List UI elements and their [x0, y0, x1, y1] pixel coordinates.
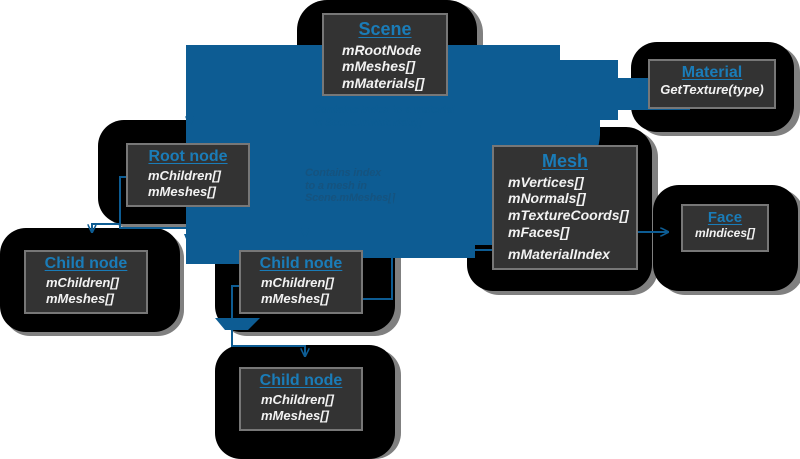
field-childmid-mchildren: mChildren[]	[261, 275, 334, 291]
line-scene-rootnode	[190, 45, 332, 124]
field-mmeshes: mMeshes[]	[342, 58, 416, 75]
entity-child-node-left-title: Child node	[44, 255, 128, 272]
blue-panel-shape	[186, 45, 690, 262]
entity-mesh-fields: mVertices[] mNormals[] mTextureCoords[] …	[494, 174, 636, 263]
entity-root-node-fields: mChildren[] mMeshes[]	[128, 168, 248, 199]
entity-scene-title: Scene	[358, 19, 412, 39]
entity-face-fields: mIndices[]	[683, 226, 767, 240]
entity-face-title: Face	[707, 209, 743, 226]
blue-nub-b	[215, 318, 260, 330]
field-childmid-mmeshes: mMeshes[]	[261, 290, 329, 306]
entity-mesh-title: Mesh	[541, 151, 588, 171]
blue-nub-d	[400, 236, 470, 252]
field-mfaces: mFaces[]	[508, 224, 570, 241]
entity-child-node-left[interactable]: Child node mChildren[] mMeshes[]	[24, 250, 148, 314]
entity-root-node-title: Root node	[148, 148, 228, 165]
field-childleft-mchildren: mChildren[]	[46, 275, 119, 291]
entity-material-title: Material	[681, 64, 743, 81]
field-mrootnode: mRootNode	[342, 41, 422, 58]
field-mmaterials: mMaterials[]	[342, 75, 425, 92]
entity-material-fields: GetTexture(type)	[650, 82, 774, 98]
entity-child-node-middle-fields: mChildren[] mMeshes[]	[241, 275, 361, 306]
entity-child-node-left-fields: mChildren[] mMeshes[]	[26, 275, 146, 306]
entity-mesh[interactable]: Mesh mVertices[] mNormals[] mTextureCoor…	[492, 145, 638, 270]
line-scene-mesh	[420, 64, 563, 133]
entity-child-node-bottom-title: Child node	[259, 372, 343, 389]
entity-child-node-middle-title: Child node	[259, 255, 343, 272]
entity-child-node-middle[interactable]: Child node mChildren[] mMeshes[]	[239, 250, 363, 314]
field-childbottom-mchildren: mChildren[]	[261, 392, 334, 408]
entity-child-node-bottom[interactable]: Child node mChildren[] mMeshes[]	[239, 367, 363, 431]
entity-root-node[interactable]: Root node mChildren[] mMeshes[]	[126, 143, 250, 207]
field-gettexture: GetTexture(type)	[660, 82, 764, 98]
blue-panel-right	[478, 60, 618, 120]
field-mmaterialindex: mMaterialIndex	[508, 245, 610, 262]
field-rootnode-mmeshes: mMeshes[]	[148, 183, 216, 199]
entity-face[interactable]: Face mIndices[]	[681, 204, 769, 252]
field-mindices: mIndices[]	[694, 226, 755, 241]
annotation-material-index: Contains index to a material in Scene.mM…	[313, 104, 455, 129]
annotation-mesh-index: Contains index to a mesh in Scene.mMeshe…	[305, 167, 395, 205]
field-mtexturecoords: mTextureCoords[]	[508, 207, 629, 224]
field-childleft-mmeshes: mMeshes[]	[46, 290, 114, 306]
field-childbottom-mmeshes: mMeshes[]	[261, 407, 329, 423]
field-mnormals: mNormals[]	[508, 190, 586, 207]
field-mvertices: mVertices[]	[508, 173, 584, 190]
blue-nub-a	[184, 234, 216, 244]
entity-scene-fields: mRootNode mMeshes[] mMaterials[]	[324, 42, 446, 92]
entity-material[interactable]: Material GetTexture(type)	[648, 59, 776, 109]
entity-child-node-bottom-fields: mChildren[] mMeshes[]	[241, 392, 361, 423]
line-meshmaterialindex-scene	[299, 92, 505, 251]
field-rootnode-mchildren: mChildren[]	[148, 168, 221, 184]
entity-scene[interactable]: Scene mRootNode mMeshes[] mMaterials[]	[322, 13, 448, 96]
